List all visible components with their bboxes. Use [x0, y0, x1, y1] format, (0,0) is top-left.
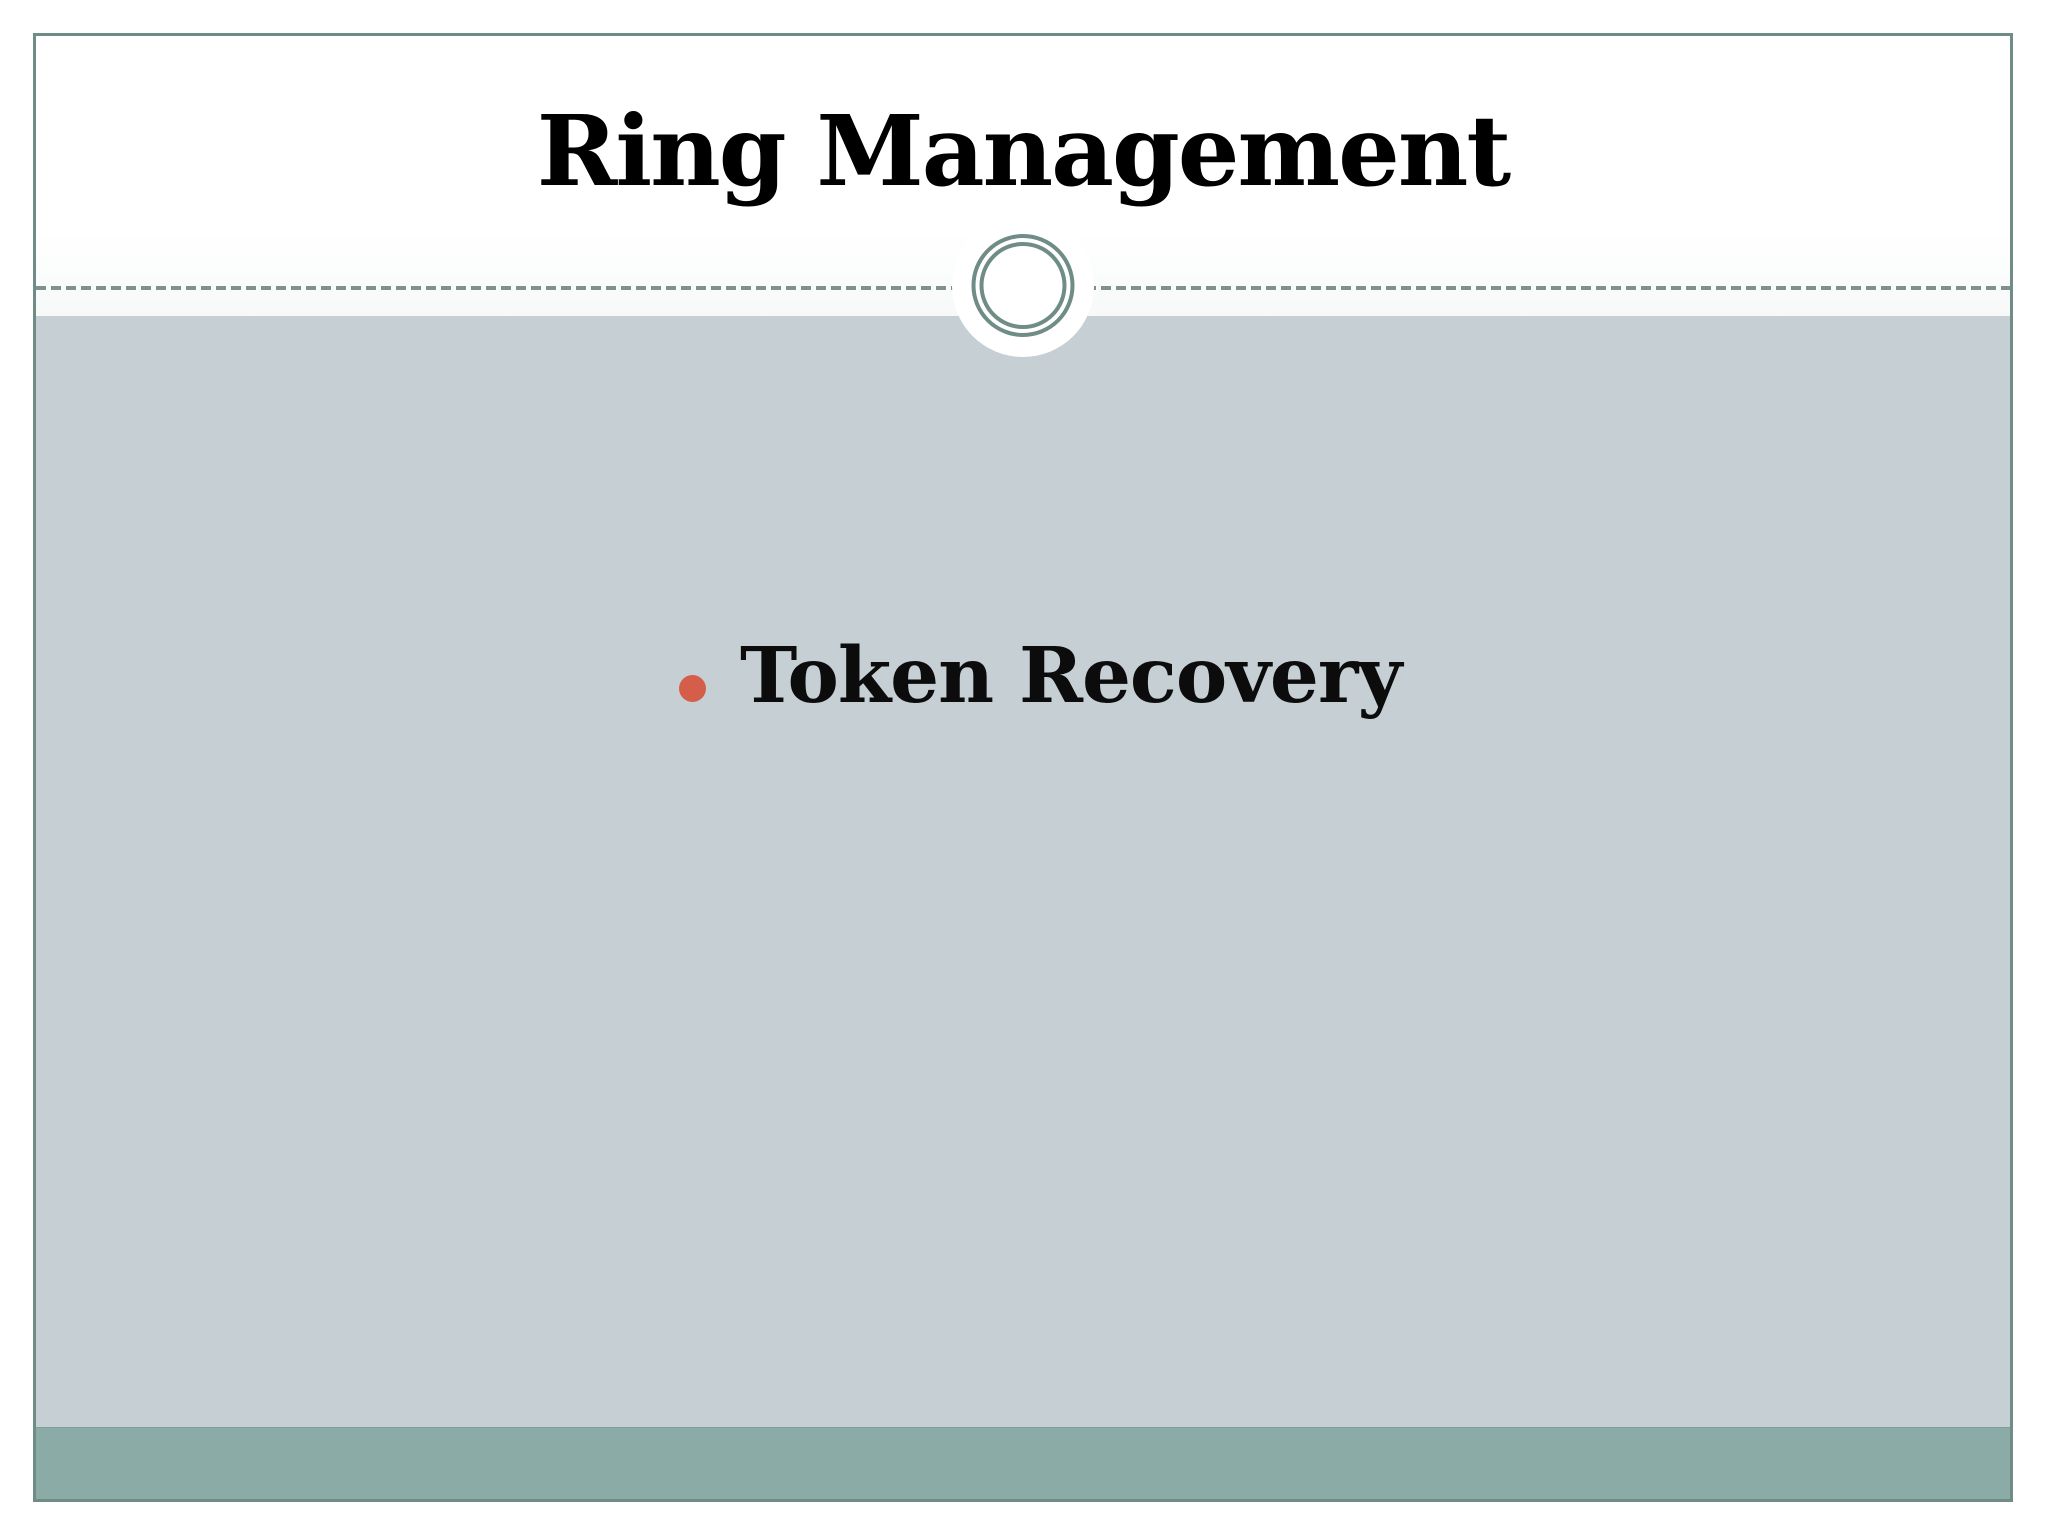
bullet-text: Token Recovery: [740, 631, 1402, 721]
bullet-list: Token Recovery: [679, 631, 1402, 721]
slide-body: Token Recovery: [36, 316, 2010, 1433]
inner-ring: [979, 242, 1067, 329]
bullet-dot-icon: [679, 675, 706, 702]
footer-bar: [36, 1427, 2010, 1499]
slide: Ring Management Token Recovery: [33, 33, 2013, 1502]
page-title: Ring Management: [536, 94, 1511, 208]
list-item: Token Recovery: [679, 631, 1402, 721]
double-ring-circle-icon: [971, 234, 1075, 337]
